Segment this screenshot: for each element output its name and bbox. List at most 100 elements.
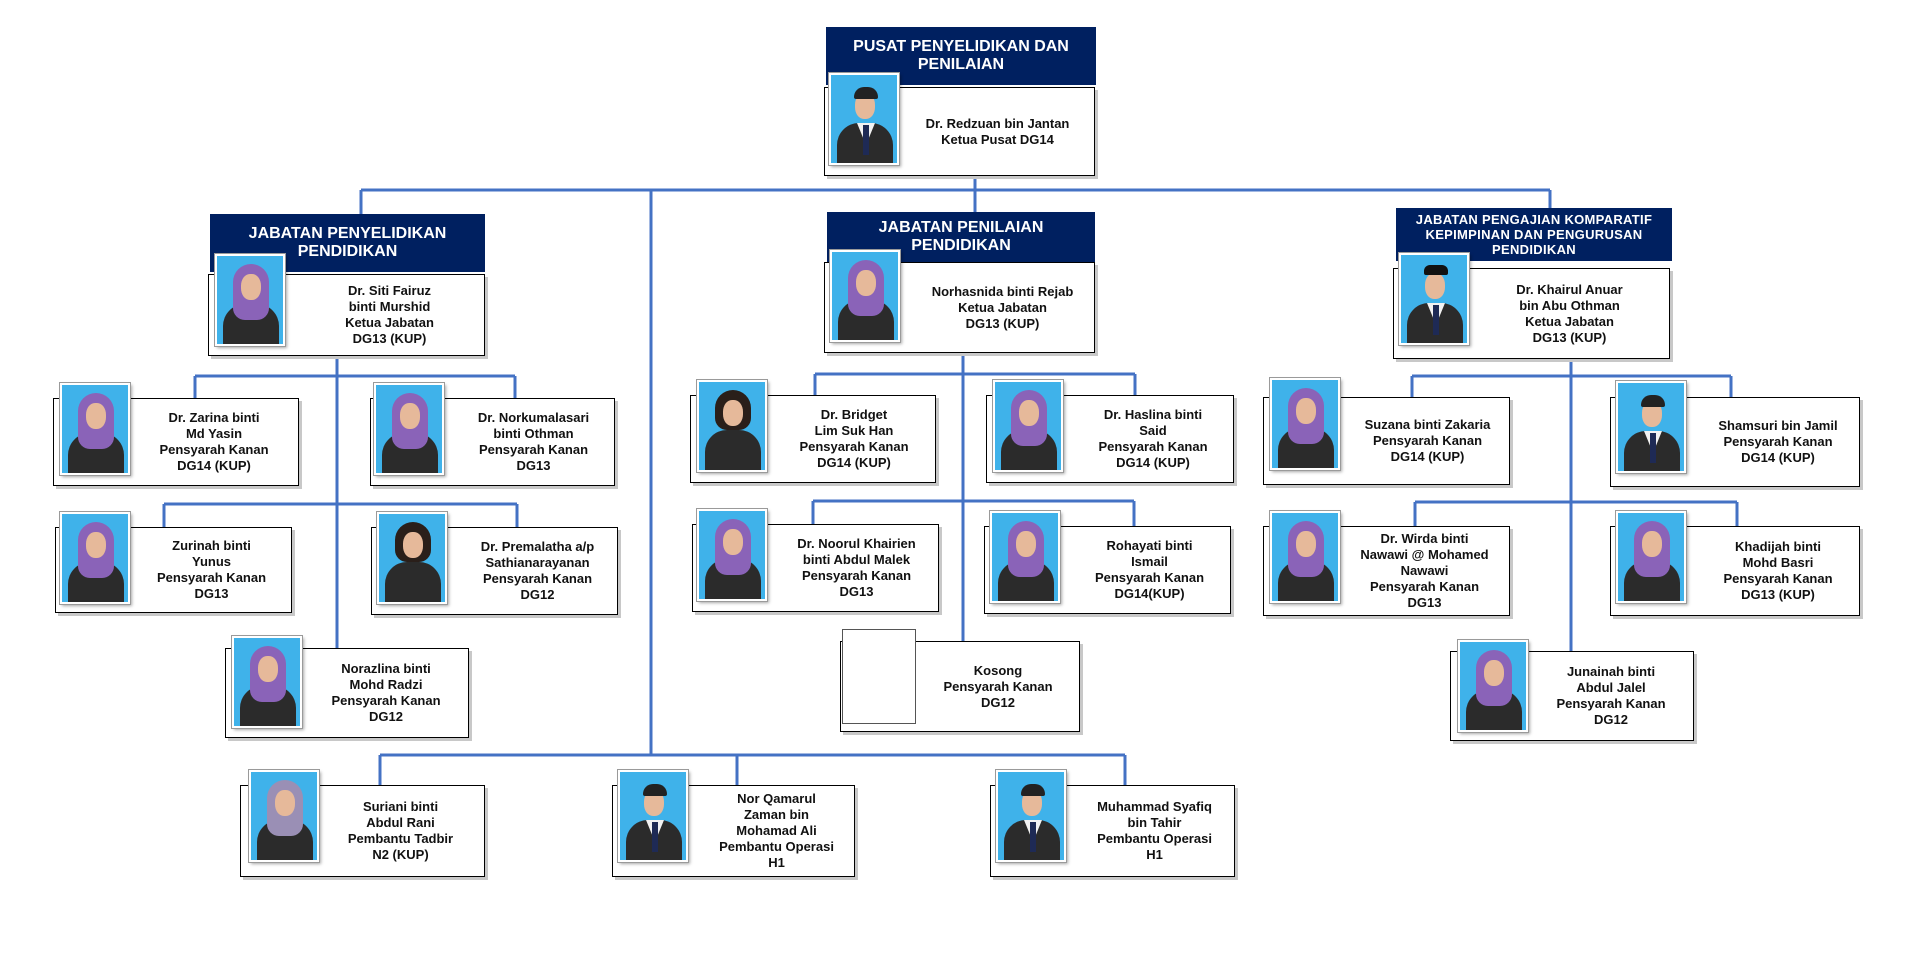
- staff-photo: [377, 512, 447, 604]
- dept-header-assessment: JABATAN PENILAIAN PENDIDIKAN: [827, 212, 1095, 262]
- staff-detail: Sathianarayanan: [485, 555, 590, 570]
- staff-detail: Md Yasin: [185, 426, 243, 441]
- staff-name: Junainah binti: [1566, 664, 1656, 679]
- staff-name: Muhammad Syafiq: [1097, 799, 1212, 814]
- staff-photo: [697, 509, 767, 601]
- staff-detail: Pembantu Operasi: [1097, 831, 1212, 846]
- staff-photo: [249, 770, 319, 862]
- staff-name: Dr. Norkumalasari: [477, 410, 590, 425]
- staff-detail: Zaman bin: [743, 807, 809, 822]
- staff-detail: DG13 (KUP): [1741, 587, 1815, 602]
- staff-detail: DG13: [1407, 595, 1442, 610]
- staff-detail: binti Othman: [493, 426, 574, 441]
- staff-name: Dr. Noorul Khairien: [797, 536, 916, 551]
- staff-detail: DG12: [520, 587, 555, 602]
- staff-detail: bin Abu Othman: [1519, 297, 1620, 313]
- staff-name: Zurinah binti: [172, 538, 251, 553]
- staff-detail: Ketua Jabatan: [1525, 313, 1614, 329]
- staff-detail: DG14 (KUP): [177, 458, 251, 473]
- staff-name: Suriani binti: [362, 799, 439, 814]
- staff-photo: [1270, 378, 1340, 470]
- staff-detail: Yunus: [191, 554, 231, 569]
- staff-detail: Mohamad Ali: [736, 823, 817, 838]
- staff-detail: Pensyarah Kanan: [1094, 570, 1205, 585]
- staff-detail: Mohd Basri: [1742, 555, 1814, 570]
- staff-detail: Pensyarah Kanan: [1556, 696, 1666, 711]
- staff-name: Dr. Bridget: [820, 407, 888, 422]
- staff-photo: [215, 254, 285, 346]
- staff-photo: [1616, 381, 1686, 473]
- staff-name: Suzana binti Zakaria: [1364, 417, 1491, 432]
- staff-detail: DG12: [369, 709, 403, 724]
- staff-detail: Pensyarah Kanan: [801, 568, 912, 583]
- staff-detail: Pembantu Tadbir: [347, 831, 454, 846]
- staff-photo: [618, 770, 688, 862]
- staff-detail: binti Abdul Malek: [802, 552, 911, 567]
- staff-detail: Nawawi: [1400, 563, 1449, 578]
- director-name: Dr. Redzuan bin Jantan: [925, 115, 1070, 131]
- staff-photo: [60, 512, 130, 604]
- staff-photo: [1399, 253, 1469, 345]
- staff-name: Shamsuri bin Jamil: [1718, 418, 1838, 433]
- staff-detail: bin Tahir: [1127, 815, 1182, 830]
- staff-detail: Said: [1139, 423, 1167, 438]
- staff-name: Norhasnida binti Rejab: [931, 283, 1074, 299]
- staff-photo: [1270, 511, 1340, 603]
- staff-detail: DG13 (KUP): [352, 331, 427, 346]
- staff-photo: [1458, 640, 1528, 732]
- staff-detail: DG13: [194, 586, 229, 601]
- staff-detail: N2 (KUP): [372, 847, 429, 862]
- director-role: Ketua Pusat DG14: [941, 131, 1054, 147]
- staff-detail: Pensyarah Kanan: [1723, 434, 1833, 449]
- staff-detail: Pensyarah Kanan: [331, 693, 441, 708]
- staff-name: Khadijah binti: [1735, 539, 1821, 554]
- staff-photo: [996, 770, 1066, 862]
- staff-photo: [697, 380, 767, 472]
- staff-detail: Pensyarah Kanan: [799, 439, 909, 454]
- staff-photo: [60, 383, 130, 475]
- staff-detail: Pembantu Operasi: [719, 839, 834, 854]
- staff-detail: Pensyarah Kanan: [478, 442, 589, 457]
- staff-photo: [990, 511, 1060, 603]
- staff-photo: [993, 380, 1063, 472]
- staff-detail: DG12: [1594, 712, 1628, 727]
- staff-detail: DG14(KUP): [1114, 586, 1185, 601]
- staff-detail: Pensyarah Kanan: [943, 678, 1053, 694]
- staff-name: Dr. Khairul Anuar: [1516, 281, 1623, 297]
- staff-detail: Pensyarah Kanan: [1372, 433, 1483, 448]
- staff-name: Dr. Zarina binti: [168, 410, 260, 425]
- staff-name: Dr. Siti Fairuz: [347, 283, 432, 298]
- staff-name: Dr. Haslina binti: [1103, 407, 1203, 422]
- staff-detail: DG14 (KUP): [1116, 455, 1190, 470]
- staff-detail: DG12: [981, 694, 1015, 710]
- staff-detail: Pensyarah Kanan: [1369, 579, 1480, 594]
- staff-name: Rohayati binti: [1106, 538, 1193, 553]
- staff-photo: [232, 636, 302, 728]
- staff-detail: Pensyarah Kanan: [1098, 439, 1208, 454]
- staff-detail: Abdul Rani: [366, 815, 435, 830]
- staff-detail: DG13 (KUP): [965, 315, 1040, 331]
- staff-detail: Ismail: [1131, 554, 1168, 569]
- staff-detail: Nawawi @ Mohamed: [1360, 547, 1489, 562]
- staff-detail: DG13: [839, 584, 874, 599]
- staff-name: Kosong: [973, 662, 1023, 678]
- staff-photo: [830, 250, 900, 342]
- staff-detail: DG13 (KUP): [1532, 329, 1607, 345]
- staff-detail: Pensyarah Kanan: [159, 442, 269, 457]
- staff-detail: Ketua Jabatan: [345, 315, 434, 330]
- staff-name: Norazlina binti: [341, 661, 431, 676]
- staff-detail: Pensyarah Kanan: [482, 571, 593, 586]
- staff-photo: [374, 383, 444, 475]
- staff-detail: H1: [768, 855, 785, 870]
- staff-name: Dr. Premalatha a/p: [480, 539, 595, 554]
- staff-detail: Pensyarah Kanan: [1723, 571, 1833, 586]
- dept-header-comparative: JABATAN PENGAJIAN KOMPARATIF KEPIMPINAN …: [1396, 208, 1672, 261]
- staff-detail: binti Murshid: [348, 299, 431, 314]
- staff-detail: DG13: [516, 458, 551, 473]
- staff-detail: H1: [1146, 847, 1163, 862]
- staff-detail: DG14 (KUP): [817, 455, 891, 470]
- empty-photo-placeholder: [842, 629, 916, 724]
- staff-photo: [1616, 511, 1686, 603]
- staff-detail: DG14 (KUP): [1741, 450, 1815, 465]
